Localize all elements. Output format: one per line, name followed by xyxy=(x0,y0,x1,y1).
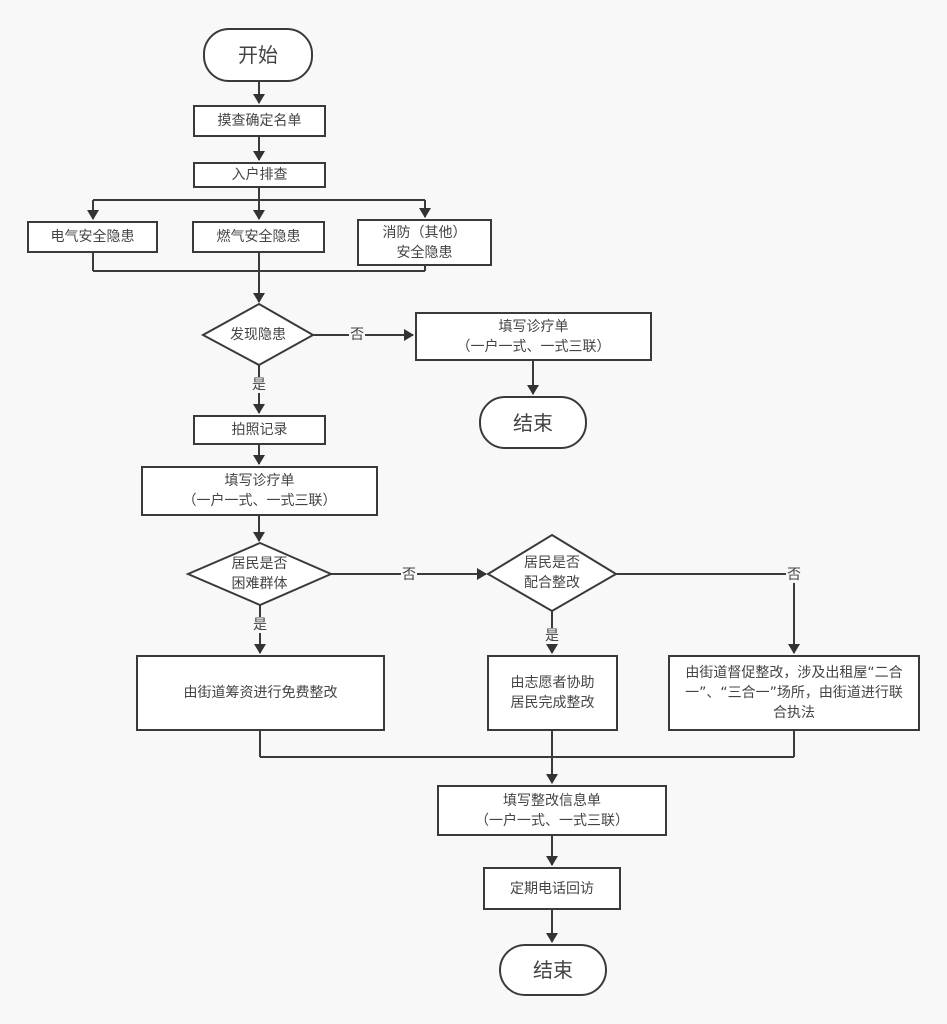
process-visit: 入户排查 xyxy=(193,162,326,188)
label-coop-yes: 是 xyxy=(544,628,560,644)
process-photo: 拍照记录 xyxy=(193,415,326,445)
label-poor-no: 否 xyxy=(401,567,417,583)
edge-coop-no xyxy=(616,573,800,654)
label-found-yes: 是 xyxy=(251,377,267,393)
process-form-no: 填写诊疗单 （一户一式、一式三联） xyxy=(415,312,652,361)
process-enforce: 由街道督促整改，涉及出租屋“二合一”、“三合一”场所，由街道进行联合执法 xyxy=(668,655,920,731)
decision-cooperate: 居民是否 配合整改 xyxy=(524,555,580,591)
process-volunteer: 由志愿者协助 居民完成整改 xyxy=(487,655,618,731)
decision-poor: 居民是否 困难群体 xyxy=(231,556,288,592)
process-gas: 燃气安全隐患 xyxy=(192,221,325,253)
label-found-no: 否 xyxy=(349,327,365,343)
decision-cooperate-shape xyxy=(486,533,618,613)
process-callback: 定期电话回访 xyxy=(483,867,621,910)
process-free-fix: 由街道筹资进行免费整改 xyxy=(136,655,385,731)
process-list: 摸查确定名单 xyxy=(193,105,326,137)
decision-found-shape xyxy=(200,302,316,367)
start-terminal: 开始 xyxy=(203,28,313,82)
process-form-yes: 填写诊疗单 （一户一式、一式三联） xyxy=(141,466,378,516)
end-terminal-1: 结束 xyxy=(479,396,587,449)
process-fix-form: 填写整改信息单 （一户一式、一式三联） xyxy=(437,785,667,836)
process-fire: 消防（其他） 安全隐患 xyxy=(357,219,492,266)
end-terminal-2: 结束 xyxy=(499,944,607,996)
label-poor-yes: 是 xyxy=(252,617,268,633)
decision-found: 发现隐患 xyxy=(230,326,286,343)
decision-poor-shape xyxy=(185,541,334,607)
label-coop-no: 否 xyxy=(786,567,802,583)
process-electric: 电气安全隐患 xyxy=(27,221,158,253)
